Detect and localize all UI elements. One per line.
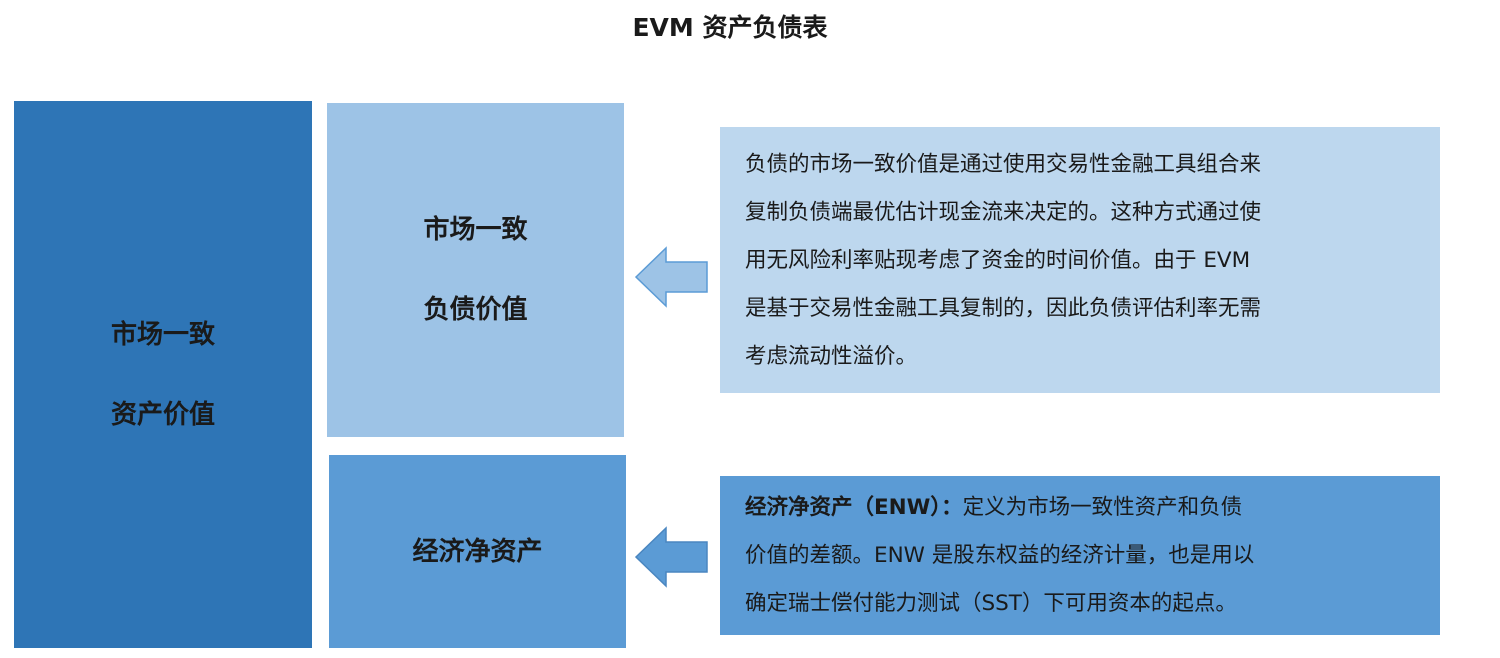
- liabilities-label-line2: 负债价值: [423, 295, 528, 325]
- enw-description: 经济净资产（ENW）：定义为市场一致性资产和负债 价值的差额。ENW 是股东权益…: [720, 476, 1440, 635]
- left-arrow-icon: [634, 526, 708, 588]
- liabilities-label-line1: 市场一致: [423, 215, 528, 245]
- desc-line: 复制负债端最优估计现金流来决定的。这种方式通过使: [745, 200, 1262, 225]
- enw-label: 经济净资产: [412, 536, 543, 567]
- assets-box: 市场一致 资产价值: [14, 101, 312, 648]
- assets-label-line2: 资产价值: [110, 399, 215, 430]
- desc-line: 用无风险利率贴现考虑了资金的时间价值。由于 EVM: [745, 248, 1251, 273]
- desc-line: 负债的市场一致价值是通过使用交易性金融工具组合来: [745, 152, 1262, 177]
- diagram-title: EVM 资产负债表: [632, 13, 828, 42]
- enw-term: 经济净资产（ENW）：: [745, 495, 963, 520]
- desc-line: 确定瑞士偿付能力测试（SST）下可用资本的起点。: [745, 591, 1237, 616]
- desc-line: 是基于交易性金融工具复制的，因此负债评估利率无需: [745, 296, 1262, 321]
- desc-line: 考虑流动性溢价。: [745, 344, 918, 369]
- liabilities-description: 负债的市场一致价值是通过使用交易性金融工具组合来 复制负债端最优估计现金流来决定…: [720, 127, 1440, 393]
- enw-definition: 定义为市场一致性资产和负债: [962, 495, 1243, 520]
- left-arrow-icon: [634, 246, 708, 308]
- liabilities-box: 市场一致 负债价值: [327, 103, 624, 437]
- desc-line: 价值的差额。ENW 是股东权益的经济计量，也是用以: [745, 543, 1255, 568]
- enw-box: 经济净资产: [329, 455, 626, 648]
- assets-label-line1: 市场一致: [110, 319, 215, 350]
- desc-line: 经济净资产（ENW）：定义为市场一致性资产和负债: [745, 484, 1416, 532]
